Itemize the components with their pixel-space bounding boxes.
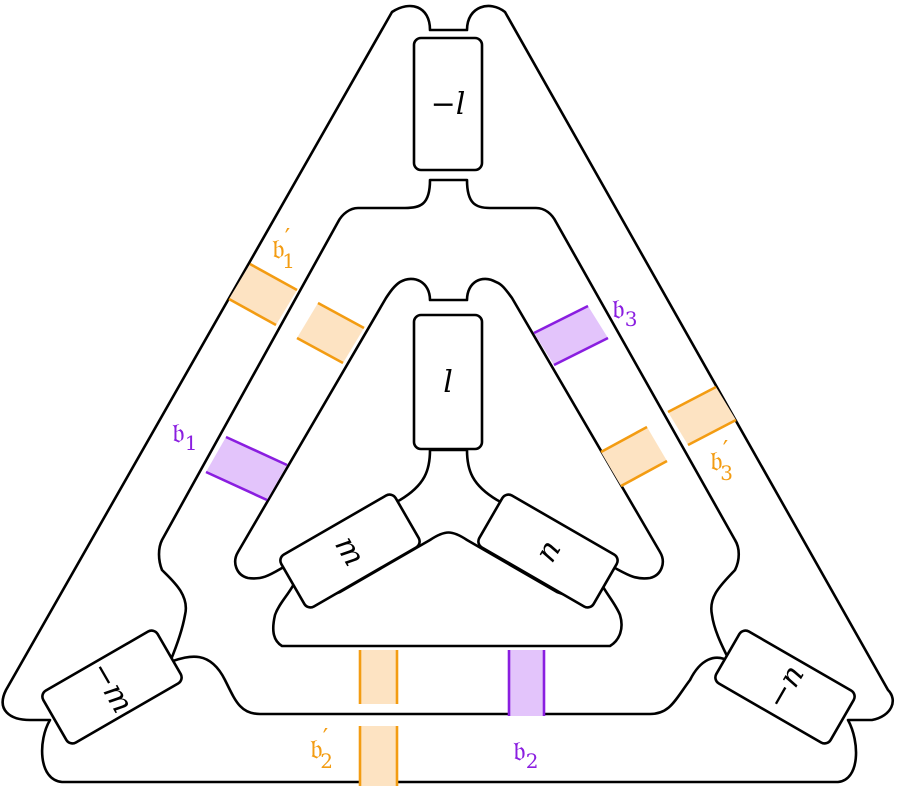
box-neg-n: −n: [714, 629, 856, 745]
box-l: l: [412, 313, 484, 451]
band-b1-prime-inner: [296, 301, 365, 365]
box-l-label: l: [443, 365, 453, 400]
label-b1-prime: 𝔟′1: [272, 224, 295, 273]
label-b3-prime: 𝔟′3: [710, 436, 733, 485]
band-b3: [533, 304, 609, 367]
box-n: n: [477, 493, 619, 609]
box-neg-m: −m: [41, 629, 183, 745]
band-b3-prime-inner: [600, 425, 668, 488]
label-b1: 𝔟1: [172, 416, 197, 455]
box-m: m: [279, 493, 421, 609]
label-b2-prime: 𝔟′2: [310, 724, 333, 773]
band-b2-prime: [358, 650, 399, 786]
box-neg-l: −l: [412, 36, 484, 172]
label-b3: 𝔟3: [612, 292, 637, 331]
band-b1-prime-outer: [228, 262, 298, 327]
label-b2: 𝔟2: [513, 734, 538, 773]
band-b1: [205, 435, 288, 502]
box-neg-l-label: −l: [431, 87, 466, 122]
band-b3-prime-outer: [667, 385, 737, 447]
band-b2: [507, 650, 546, 716]
